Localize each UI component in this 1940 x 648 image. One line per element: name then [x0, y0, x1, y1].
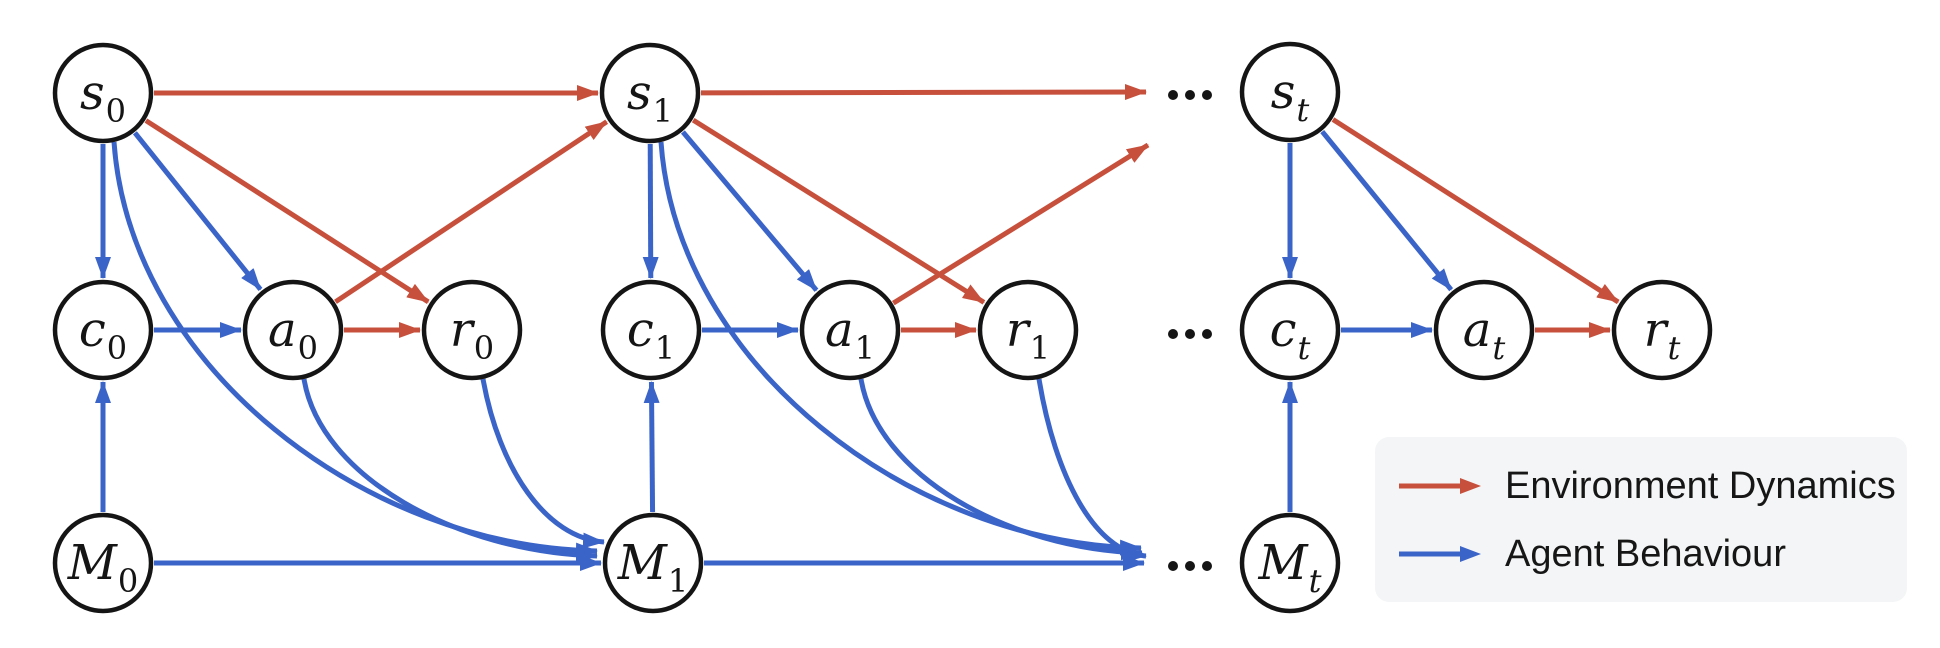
node-s0-label: s0 [80, 65, 126, 130]
edge-s1-next-env [700, 84, 1147, 101]
legend-item-agent: Agent Behaviour [1397, 535, 1907, 573]
legend-label-environment: Environment Dynamics [1505, 464, 1896, 507]
ellipsis-mid-dot-1 [1185, 329, 1195, 339]
node-ct-circle [1239, 279, 1341, 381]
node-at-circle [1433, 279, 1535, 381]
legend-item-environment: Environment Dynamics [1397, 467, 1907, 505]
node-ct-label: ct [1270, 302, 1311, 367]
agent-arrow-icon [1399, 545, 1481, 562]
ellipsis-bottom-dot-2 [1202, 561, 1212, 571]
ellipsis-mid-dot-2 [1202, 329, 1212, 339]
env-arrow-icon [1399, 477, 1481, 494]
edge-a1-next-env [892, 142, 1150, 306]
node-s1-label: s1 [627, 65, 673, 130]
ellipsis-top-dot-1 [1185, 90, 1195, 100]
edge-s1-a1-agent [680, 130, 819, 292]
edge-a0-s1-env [334, 119, 609, 304]
edge-s0-a0-agent [132, 131, 263, 291]
node-Mt-circle [1239, 512, 1341, 614]
edge-r0-next-agent [480, 378, 605, 549]
node-a0-label: a0 [268, 302, 318, 367]
edge-a0-next-agent [301, 378, 598, 564]
node-c0-label: c0 [79, 302, 127, 367]
edge-st-at-agent [1320, 129, 1454, 292]
legend: Environment Dynamics Agent Behaviour [1375, 437, 1907, 602]
node-st-label: st [1271, 64, 1310, 129]
node-r1-circle [977, 279, 1079, 381]
node-r0-circle [421, 279, 523, 381]
node-st-circle [1239, 41, 1341, 143]
node-M0-label: M0 [67, 535, 139, 600]
node-M0-circle [52, 512, 154, 614]
node-rt-label: rt [1644, 302, 1681, 367]
edge-s0-r0-env [144, 118, 430, 305]
node-at-label: at [1463, 302, 1506, 367]
node-c1-circle [600, 279, 702, 381]
node-s1-circle [599, 42, 701, 144]
node-c1-label: c1 [627, 302, 675, 367]
node-a0-circle [242, 279, 344, 381]
edge-s1-c1-agent [642, 143, 659, 279]
node-s0-circle [52, 42, 154, 144]
edge-st-rt-env [1331, 117, 1620, 305]
ellipsis-bottom-dot-1 [1185, 561, 1195, 571]
ellipsis-top-dot-0 [1168, 90, 1178, 100]
node-rt-circle [1611, 279, 1713, 381]
node-M1-circle [602, 512, 704, 614]
ellipsis-mid-dot-0 [1168, 329, 1178, 339]
node-a1-circle [799, 279, 901, 381]
edge-M1-c1-agent [643, 380, 660, 513]
node-c0-circle [52, 279, 154, 381]
edge-s1-r1-env [691, 117, 986, 305]
node-Mt-label: Mt [1257, 535, 1321, 600]
legend-label-agent: Agent Behaviour [1505, 532, 1786, 575]
node-a1-label: a1 [825, 302, 875, 367]
node-r0-label: r0 [450, 302, 494, 367]
edge-a1-next-agent [858, 378, 1143, 561]
ellipsis-bottom-dot-0 [1168, 561, 1178, 571]
node-M1-label: M1 [617, 535, 689, 600]
ellipsis-top-dot-2 [1202, 90, 1212, 100]
edge-r1-next-agent [1036, 378, 1147, 563]
node-r1-label: r1 [1006, 302, 1050, 367]
